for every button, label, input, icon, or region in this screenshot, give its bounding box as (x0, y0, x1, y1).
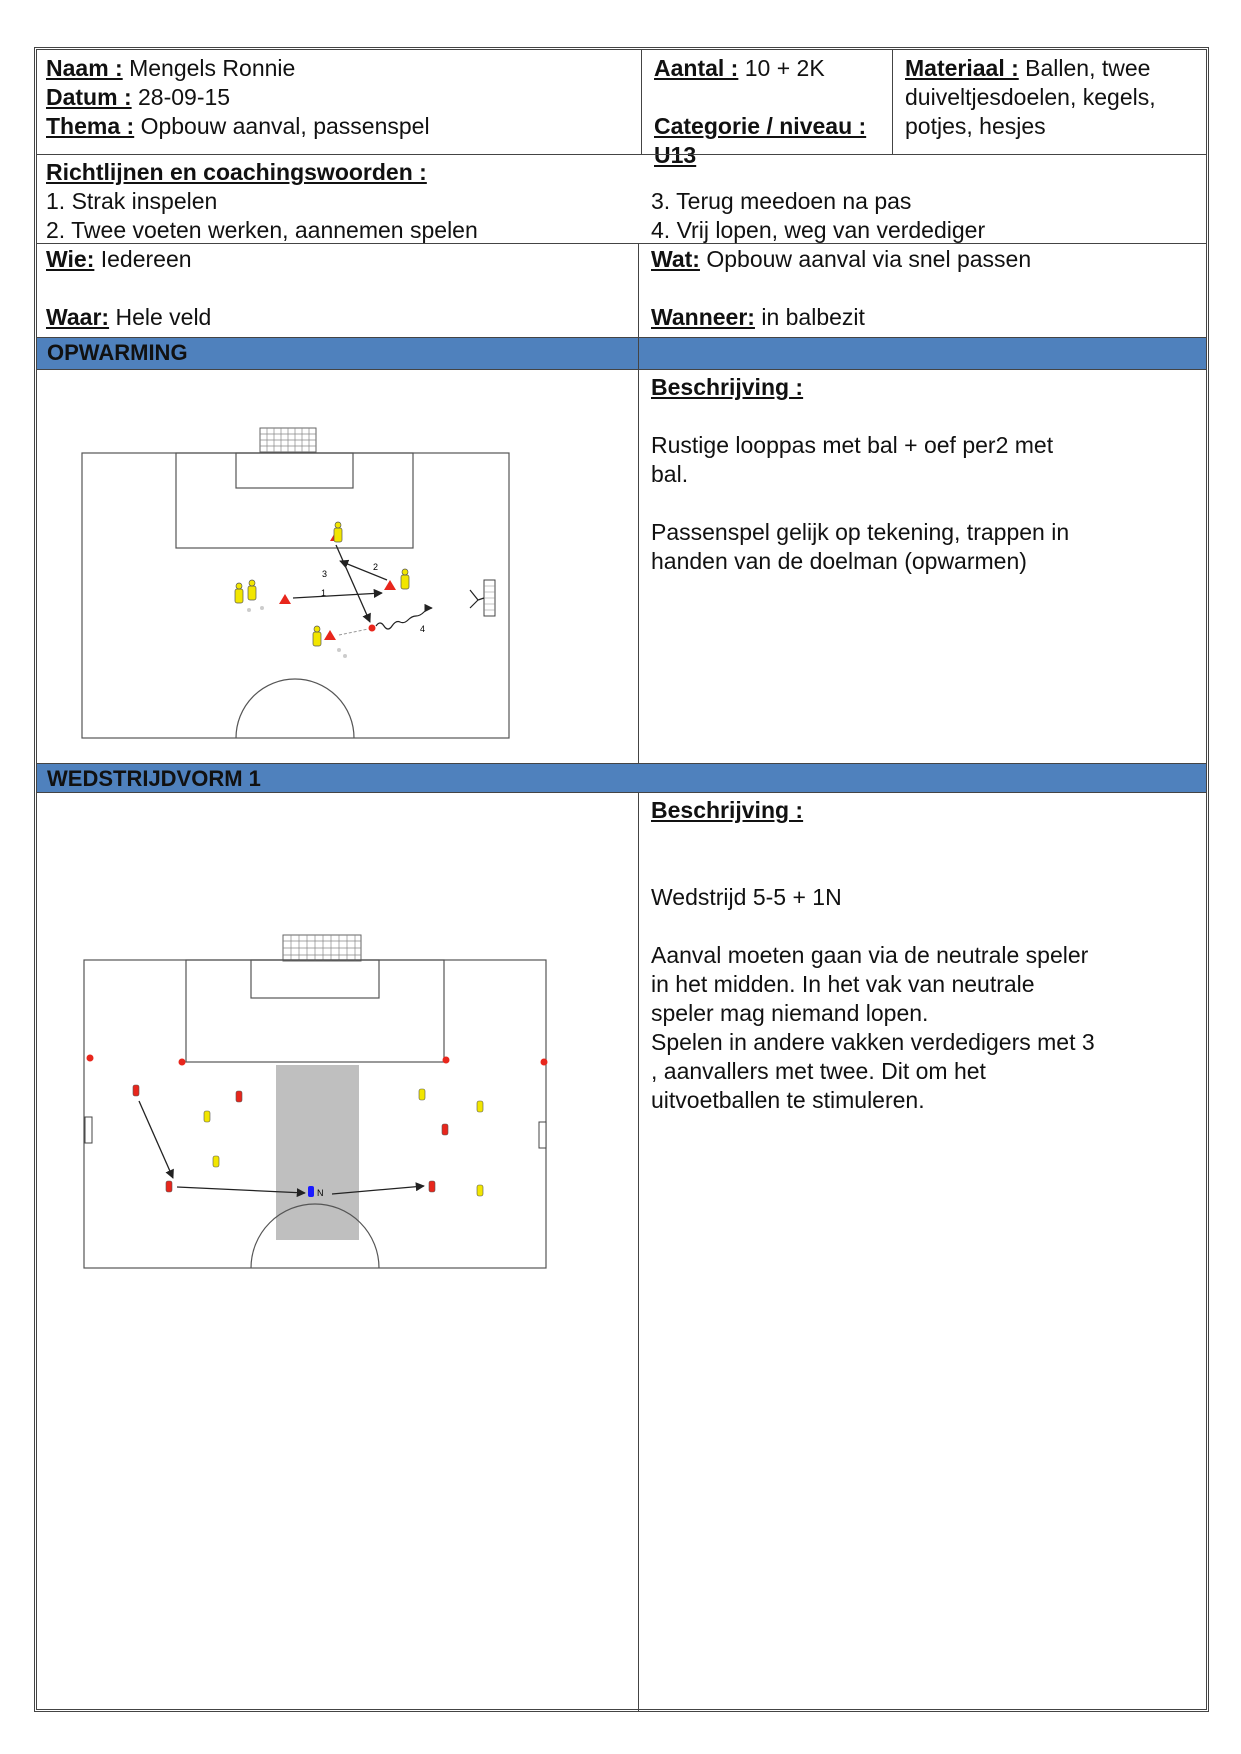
neutral-player-label: N (317, 1188, 324, 1198)
datum-value: 28-09-15 (138, 84, 231, 110)
aantal-label: Aantal : (654, 55, 739, 81)
thema-label: Thema : (46, 113, 135, 139)
header-bottom-rule (37, 154, 1206, 155)
materiaal-value: Ballen, twee duiveltjesdoelen, kegels, p… (905, 55, 1156, 139)
wedstrijdvorm-beschrijving-label: Beschrijving : (651, 797, 804, 823)
header-left: Naam : Mengels Ronnie Datum : 28-09-15 T… (46, 54, 576, 141)
neutral-player-icon (308, 1186, 314, 1197)
wedstrijdvorm-paragraph: Wedstrijd 5-5 + 1N (651, 884, 842, 910)
yellow-player-icons (234, 521, 410, 647)
mid-divider (638, 243, 639, 1712)
wedstrijdvorm-paragraph: Spelen in andere vakken verdedigers met … (651, 1029, 1095, 1113)
aantal-line: Aantal : 10 + 2K (654, 54, 904, 83)
materiaal-label: Materiaal : (905, 55, 1019, 81)
thema-line: Thema : Opbouw aanval, passenspel (46, 112, 576, 141)
wedstrijdvorm-title: WEDSTRIJDVORM 1 (47, 766, 261, 791)
datum-label: Datum : (46, 84, 132, 110)
ball-icons (247, 606, 347, 658)
opwarming-paragraph: Passenspel gelijk op tekening, trappen i… (651, 519, 1070, 574)
diagram-label: 1 (321, 588, 326, 598)
small-goal-icon (469, 579, 496, 617)
diagram-label: 2 (373, 562, 378, 572)
wie-line: Wie: Iedereen (46, 245, 636, 274)
diagram-label: 4 (420, 624, 425, 634)
header-middle: Aantal : 10 + 2K Categorie / niveau : U1… (654, 54, 904, 170)
opwarming-description: Beschrijving : Rustige looppas met bal +… (651, 373, 1081, 576)
header-divider-1 (641, 50, 642, 154)
session-sheet: Naam : Mengels Ronnie Datum : 28-09-15 T… (34, 47, 1209, 1712)
wat-wanneer-block: Wat: Opbouw aanval via snel passen Wanne… (651, 245, 1191, 332)
dribble-arrow-4 (375, 603, 433, 630)
side-goal-icons (84, 1116, 547, 1149)
naam-line: Naam : Mengels Ronnie (46, 54, 576, 83)
materiaal-line: Materiaal : Ballen, twee duiveltjesdoele… (905, 54, 1195, 141)
richtlijnen-col-2: 3. Terug meedoen na pas 4. Vrij lopen, w… (651, 187, 1191, 245)
goal-area (250, 959, 380, 999)
penalty-area (175, 452, 414, 549)
opwarming-title: OPWARMING (47, 340, 188, 365)
opwarming-beschrijving-label: Beschrijving : (651, 374, 804, 400)
waar-label: Waar: (46, 304, 110, 330)
richtlijn-item: 4. Vrij lopen, weg van verdediger (651, 217, 986, 243)
center-circle (250, 1203, 380, 1269)
goal-net-icon (259, 427, 317, 453)
pass-arrow-1 (292, 588, 383, 599)
waar-line: Waar: Hele veld (46, 303, 636, 332)
wie-waar-block: Wie: Iedereen Waar: Hele veld (46, 245, 636, 332)
diagram-label: 3 (322, 569, 327, 579)
wanneer-label: Wanneer: (651, 304, 755, 330)
wat-value: Opbouw aanval via snel passen (706, 246, 1032, 272)
run-arrow-3 (335, 544, 371, 623)
dribble-path (338, 628, 369, 636)
waar-value: Hele veld (115, 304, 212, 330)
wanneer-value: in balbezit (761, 304, 865, 330)
red-player-icons (132, 1084, 449, 1193)
pass-arrow (331, 1182, 425, 1195)
wedstrijdvorm-description: Beschrijving : Wedstrijd 5-5 + 1N Aanval… (651, 796, 1101, 1115)
yellow-player-icons (203, 1088, 484, 1197)
richtlijn-item: 2. Twee voeten werken, aannemen spelen (46, 217, 478, 243)
pass-arrow (138, 1100, 174, 1179)
wedstrijdvorm-band: WEDSTRIJDVORM 1 (37, 763, 1206, 793)
richtlijnen-bottom-rule (37, 243, 1206, 244)
marker-dot-icons (86, 1054, 548, 1066)
wedstrijdvorm-diagram: N (83, 934, 548, 1269)
richtlijnen-col-1: 1. Strak inspelen 2. Twee voeten werken,… (46, 187, 646, 245)
opwarming-diagram: 1 2 3 4 (81, 427, 510, 739)
opwarming-paragraph: Rustige looppas met bal + oef per2 met b… (651, 432, 1054, 487)
naam-value: Mengels Ronnie (129, 55, 296, 81)
neutral-zone (276, 1065, 359, 1240)
header-divider-2 (892, 50, 893, 154)
richtlijn-item: 1. Strak inspelen (46, 188, 218, 214)
pass-arrow (176, 1186, 306, 1198)
penalty-area (185, 959, 445, 1063)
richtlijnen-block: Richtlijnen en coachingswoorden : (46, 158, 1196, 187)
categorie-label: Categorie / niveau : U13 (654, 113, 867, 168)
aantal-value: 10 + 2K (744, 55, 825, 81)
wat-line: Wat: Opbouw aanval via snel passen (651, 245, 1191, 274)
wie-value: Iedereen (100, 246, 192, 272)
field-outline (81, 452, 510, 739)
pass-arrow-2 (339, 559, 388, 581)
naam-label: Naam : (46, 55, 123, 81)
wanneer-line: Wanneer: in balbezit (651, 303, 1191, 332)
datum-line: Datum : 28-09-15 (46, 83, 576, 112)
categorie-line: Categorie / niveau : U13 (654, 112, 904, 170)
center-circle (235, 678, 355, 739)
richtlijn-item: 3. Terug meedoen na pas (651, 188, 912, 214)
header-right: Materiaal : Ballen, twee duiveltjesdoele… (905, 54, 1195, 141)
opwarming-band-divider (638, 337, 639, 370)
wedstrijdvorm-paragraph: Aanval moeten gaan via de neutrale spele… (651, 942, 1089, 1026)
wie-label: Wie: (46, 246, 95, 272)
goal-area (235, 452, 354, 489)
thema-value: Opbouw aanval, passenspel (140, 113, 430, 139)
opwarming-band: OPWARMING (37, 337, 1206, 370)
wat-label: Wat: (651, 246, 700, 272)
goal-net-icon (282, 934, 362, 962)
richtlijnen-title: Richtlijnen en coachingswoorden : (46, 159, 427, 185)
ball-icon (368, 624, 376, 632)
